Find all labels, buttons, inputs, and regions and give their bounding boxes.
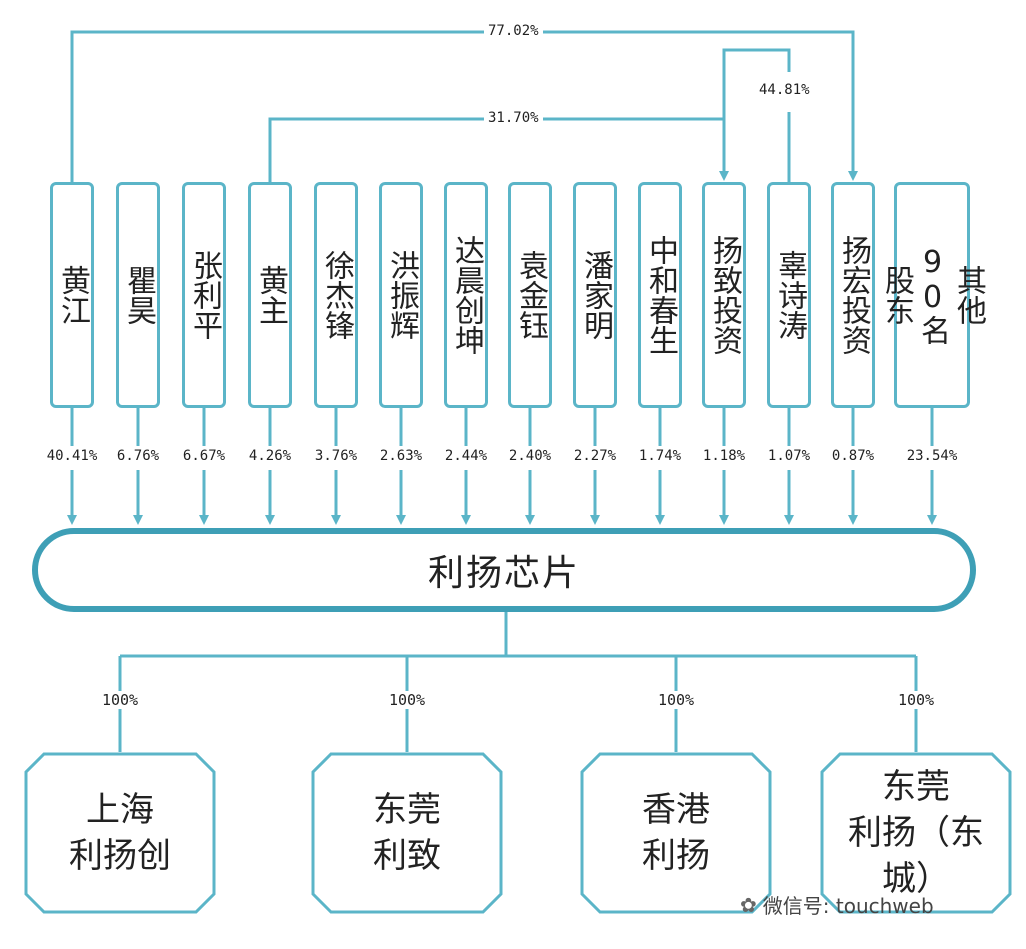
subsidiary-octagon [820, 752, 1012, 914]
subsidiary-pct: 100% [876, 691, 956, 709]
subsidiary-name-line: 城） [882, 859, 950, 899]
shareholder-pct: 0.87% [813, 448, 893, 464]
shareholder-box: 张利平 [182, 182, 226, 408]
shareholder-box: 瞿昊 [116, 182, 160, 408]
shareholder-pct: 1.07% [749, 448, 829, 464]
shareholder-pct: 1.74% [620, 448, 700, 464]
cross-holding-line-4481-b [722, 48, 791, 119]
shareholder-name: 中和春生 [643, 235, 678, 355]
subsidiary-name: 上海利扬创 [35, 787, 205, 879]
shareholder-name: 张利平 [187, 250, 222, 340]
shareholder-name: 瞿昊 [121, 265, 156, 325]
subsidiary-name-line: 利扬 [642, 836, 710, 876]
shareholder-box: 达晨创坤 [444, 182, 488, 408]
cross-holding-line-7702 [70, 30, 858, 182]
shareholder-pct: 4.26% [230, 448, 310, 464]
cross-holding-pct-7702: 77.02% [484, 23, 543, 39]
shareholder-name: 扬宏投资 [836, 235, 871, 355]
shareholder-box: 中和春生 [638, 182, 682, 408]
shareholder-box: 洪振辉 [379, 182, 423, 408]
shareholder-box: 辜诗涛 [767, 182, 811, 408]
subsidiary-name: 东莞利致 [322, 787, 492, 879]
subsidiary-pct: 100% [80, 691, 160, 709]
watermark-text: 微信号: touchweb [762, 894, 934, 918]
company-name: 利扬芯片 [427, 553, 580, 594]
shareholder-box: 其他90名股东 [879, 182, 986, 408]
shareholder-name: 扬致投资 [707, 235, 742, 355]
subsidiary-octagon [24, 752, 216, 914]
shareholder-box: 黄江 [50, 182, 94, 408]
watermark: ✿ 微信号: touchweb [740, 890, 934, 919]
shareholder-box: 黄主 [248, 182, 292, 408]
subsidiary-name-line: 东莞 [373, 790, 441, 830]
shareholder-name: 黄主 [253, 265, 288, 325]
subsidiary-octagon [580, 752, 772, 914]
subsidiary-frame [24, 752, 216, 914]
subsidiary-pct: 100% [636, 691, 716, 709]
shareholder-pct: 3.76% [296, 448, 376, 464]
subsidiary-box: 东莞利致 [311, 752, 503, 914]
shareholder-name: 辜诗涛 [772, 250, 807, 340]
shareholder-pct: 1.18% [684, 448, 764, 464]
subsidiary-name-line: 利扬（东 [848, 813, 984, 853]
shareholder-pct: 6.67% [164, 448, 244, 464]
subsidiary-box: 东莞利扬（东城） [820, 752, 1012, 914]
shareholder-pct: 2.44% [426, 448, 506, 464]
subsidiary-frame [311, 752, 503, 914]
shareholder-box: 潘家明 [573, 182, 617, 408]
shareholder-pct: 2.27% [555, 448, 635, 464]
shareholder-name: 其他90名股东 [879, 245, 986, 345]
subsidiary-name-line: 利扬创 [69, 836, 171, 876]
subsidiary-name: 东莞利扬（东城） [831, 764, 1001, 902]
subsidiary-pct: 100% [367, 691, 447, 709]
cross-holding-pct-3170: 31.70% [484, 110, 543, 126]
shareholder-name: 袁金钰 [513, 250, 548, 340]
subsidiary-name-line: 利致 [373, 836, 441, 876]
cross-holding-line-3170 [268, 117, 729, 182]
shareholder-box: 袁金钰 [508, 182, 552, 408]
shareholder-box: 徐杰锋 [314, 182, 358, 408]
subsidiary-frame [820, 752, 1012, 914]
subsidiary-box: 上海利扬创 [24, 752, 216, 914]
subsidiary-name-line: 香港 [642, 790, 710, 830]
wechat-icon: ✿ [740, 892, 757, 917]
shareholder-pct: 2.40% [490, 448, 570, 464]
shareholder-box: 扬致投资 [702, 182, 746, 408]
subsidiary-box: 香港利扬 [580, 752, 772, 914]
subsidiary-name-line: 东莞 [882, 767, 950, 807]
company-box: 利扬芯片 [32, 528, 976, 612]
shareholder-pct: 23.54% [892, 448, 972, 464]
shareholder-pct: 2.63% [361, 448, 441, 464]
subsidiary-frame [580, 752, 772, 914]
subsidiary-name-line: 上海 [86, 790, 154, 830]
subsidiary-name: 香港利扬 [591, 787, 761, 879]
shareholder-name: 达晨创坤 [449, 235, 484, 355]
shareholder-arrows [67, 408, 937, 525]
shareholder-name: 潘家明 [578, 250, 613, 340]
subsidiary-octagon [311, 752, 503, 914]
shareholder-pct: 6.76% [98, 448, 178, 464]
shareholder-name: 黄江 [55, 265, 90, 325]
cross-holding-pct-4481: 44.81% [755, 82, 814, 98]
shareholder-name: 洪振辉 [384, 250, 419, 340]
subsidiary-lines [118, 656, 918, 752]
shareholder-name: 徐杰锋 [319, 250, 354, 340]
shareholder-box: 扬宏投资 [831, 182, 875, 408]
shareholder-pct: 40.41% [32, 448, 112, 464]
